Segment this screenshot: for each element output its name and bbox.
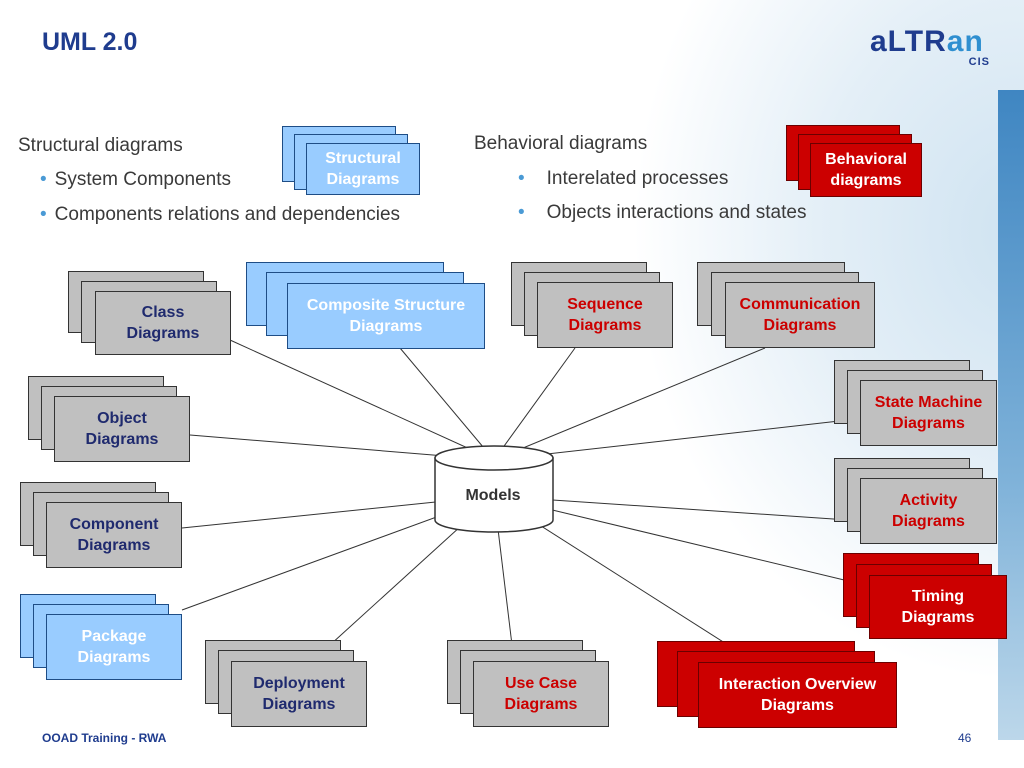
activity-diagrams-card: Activity Diagrams <box>860 478 997 544</box>
connector-line <box>493 495 866 586</box>
composite-structure-card: Composite Structure Diagrams <box>287 283 485 349</box>
connector-line <box>229 339 495 461</box>
models-label: Models <box>465 487 521 504</box>
interaction-overview-diagrams-card: Interaction Overview Diagrams <box>698 662 897 728</box>
altran-logo: aLTRan CIS <box>870 26 990 70</box>
communication-diagrams-card: Communication Diagrams <box>725 282 875 348</box>
page-number: 46 <box>958 731 972 745</box>
structural-legend-card: Structural Diagrams <box>306 143 420 195</box>
models-cylinder <box>434 445 554 533</box>
behavioral-legend-card: Behavioral diagrams <box>810 143 922 197</box>
behavioral-bullet: •Interelated processes <box>518 168 729 189</box>
behavioral-heading: Behavioral diagrams <box>474 133 648 154</box>
deployment-diagrams-card: Deployment Diagrams <box>231 661 367 727</box>
class-diagrams-card: Class Diagrams <box>95 291 231 355</box>
package-diagrams-card: Package Diagrams <box>46 614 182 680</box>
use-case-diagrams-card: Use Case Diagrams <box>473 661 609 727</box>
bullet-dot-icon: • <box>40 204 47 225</box>
timing-diagrams-card: Timing Diagrams <box>869 575 1007 639</box>
connector-line <box>493 347 766 461</box>
sequence-diagrams-card: Sequence Diagrams <box>537 282 673 348</box>
component-diagrams-card: Component Diagrams <box>46 502 182 568</box>
structural-bullet: •System Components <box>40 169 232 190</box>
footer-label: OOAD Training - RWA <box>42 731 167 745</box>
bullet-dot-icon: • <box>518 202 525 223</box>
logo-wordmark: aLTRan <box>870 25 984 58</box>
connector-line <box>493 419 849 461</box>
connector-line <box>399 347 495 461</box>
structural-bullet: •Components relations and dependencies <box>40 204 401 225</box>
slide-title: UML 2.0 <box>42 28 138 56</box>
bullet-dot-icon: • <box>40 169 47 190</box>
structural-heading: Structural diagrams <box>18 135 183 156</box>
logo-subtitle: CIS <box>968 56 990 68</box>
connector-line <box>493 347 576 461</box>
behavioral-bullet: •Objects interactions and states <box>518 202 807 223</box>
bullet-dot-icon: • <box>518 168 525 189</box>
state-machine-diagrams-card: State Machine Diagrams <box>860 380 997 446</box>
object-diagrams-card: Object Diagrams <box>54 396 190 462</box>
